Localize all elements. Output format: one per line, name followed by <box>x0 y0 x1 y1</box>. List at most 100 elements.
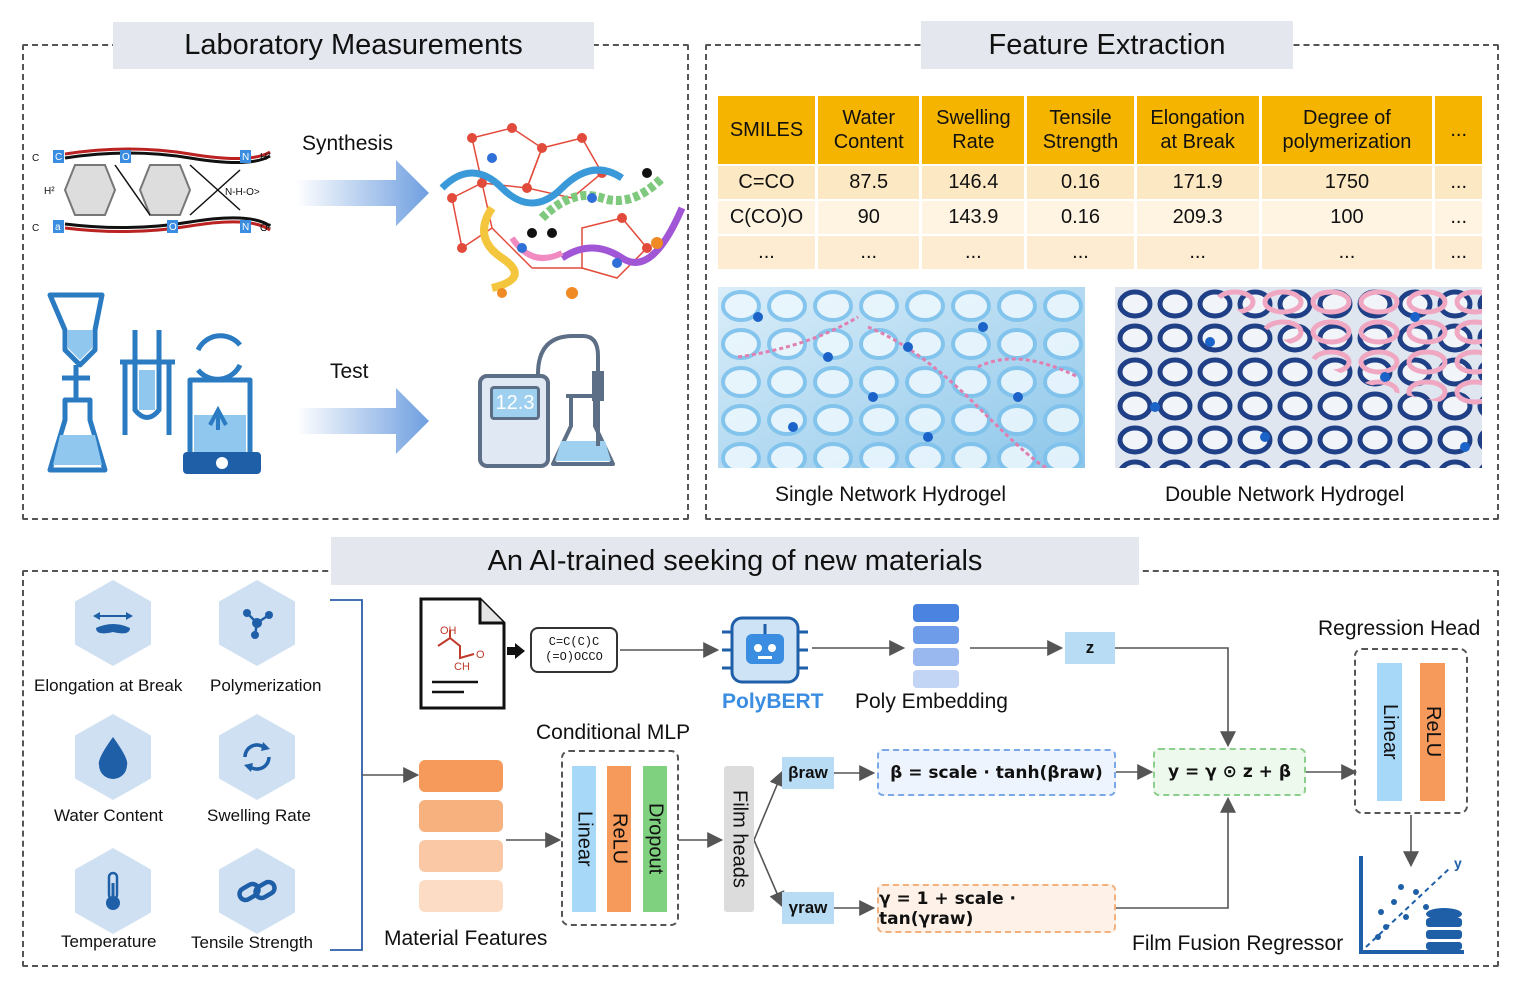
smiles-box: C=C(C)C (=O)OCCO <box>530 627 618 673</box>
film-heads-box: Film heads <box>724 766 754 912</box>
table-cell: 209.3 <box>1135 199 1262 235</box>
molecule-document-icon: OH CH O <box>419 597 506 710</box>
table-header: SMILES <box>718 96 818 165</box>
fusion-equation-box: y = γ ⊙ z + β <box>1153 748 1306 796</box>
beta-raw-box: βraw <box>782 757 834 789</box>
regression-head-box <box>1354 648 1468 814</box>
arrow-right-icon <box>507 643 525 659</box>
flask-probe-icon <box>536 334 615 466</box>
table-header: Swelling Rate <box>920 96 1028 165</box>
meter-reading: 12.3 <box>495 391 535 414</box>
material-feature-layer-3 <box>419 840 503 872</box>
embedding-layer-3 <box>913 648 959 666</box>
table-cell: 146.4 <box>920 164 1028 200</box>
single-network-hydrogel-image <box>718 287 1085 468</box>
double-hydrogel-caption: Double Network Hydrogel <box>1165 483 1405 506</box>
table-cell: 0.16 <box>1025 164 1137 200</box>
prediction-plot-icon: y <box>1359 855 1464 954</box>
table-cell: C=CO <box>718 164 818 200</box>
mol-o-label: O <box>476 649 485 661</box>
reg-relu-layer: ReLU <box>1420 663 1445 801</box>
chem-label-c1: C <box>32 153 39 164</box>
material-feature-layer-2 <box>419 800 503 832</box>
conditional-mlp-box <box>561 750 679 926</box>
smiles-text: C=C(C)C (=O)OCCO <box>545 635 603 664</box>
water-drop-icon <box>98 737 128 779</box>
table-header-row: SMILES Water Content Swelling Rate Tensi… <box>718 96 1482 165</box>
table-cell: 90 <box>816 199 923 235</box>
chem-label-o1: O <box>122 152 130 163</box>
table-cell: ... <box>816 234 923 269</box>
plot-y-label: y <box>1454 855 1462 871</box>
mlp-relu-layer: ReLU <box>607 766 631 912</box>
table-header: Elongation at Break <box>1135 96 1262 165</box>
table-cell: ... <box>1433 164 1482 200</box>
chem-label-c3: C <box>32 223 39 234</box>
embedding-layer-1 <box>913 604 959 622</box>
embedding-layer-2 <box>913 626 959 644</box>
material-feature-layer-4 <box>419 880 503 912</box>
material-feature-layer-1 <box>419 760 503 792</box>
test-arrow-icon <box>296 388 429 454</box>
chem-label-n1: N <box>242 152 249 163</box>
table-cell: 1750 <box>1260 164 1436 200</box>
table-header: Degree of polymerization <box>1260 96 1436 165</box>
stretch-icon <box>93 612 133 634</box>
film-fusion-label: Film Fusion Regressor <box>1132 932 1344 955</box>
table-cell: ... <box>1433 199 1482 235</box>
gamma-equation-box: γ = 1 + scale · tan(γraw) <box>877 884 1116 933</box>
double-network-hydrogel-image <box>1115 287 1482 468</box>
embedding-layer-4 <box>913 670 959 688</box>
table-cell: 143.9 <box>920 199 1028 235</box>
lab-glassware-icon <box>47 292 261 474</box>
feature-label-polymerization: Polymerization <box>210 676 322 695</box>
chem-label-h1: H² <box>260 152 271 163</box>
table-cell: ... <box>920 234 1028 269</box>
table-header: Tensile Strength <box>1025 96 1137 165</box>
test-label: Test <box>330 360 369 383</box>
chem-label-o2: O <box>169 222 177 233</box>
table-row: ... ... ... ... ... ... ... <box>718 234 1482 269</box>
feature-table: SMILES Water Content Swelling Rate Tensi… <box>718 96 1482 269</box>
z-box: z <box>1065 632 1115 664</box>
table-cell: ... <box>1433 234 1482 269</box>
meter-display: 12.3 <box>490 386 540 420</box>
poly-embedding-label: Poly Embedding <box>855 690 1008 713</box>
conditional-mlp-label: Conditional MLP <box>536 721 691 744</box>
polymer-network-illustration <box>439 123 686 299</box>
mol-ch-label: CH <box>454 661 470 673</box>
beta-equation-box: β = scale · tanh(βraw) <box>877 749 1116 796</box>
feature-label-swelling: Swelling Rate <box>207 806 311 825</box>
table-row: C=CO 87.5 146.4 0.16 171.9 1750 ... <box>718 164 1482 200</box>
table-header: Water Content <box>816 96 923 165</box>
synthesis-label: Synthesis <box>302 132 394 155</box>
table-cell: 171.9 <box>1135 164 1262 200</box>
table-cell: ... <box>718 234 818 269</box>
table-cell: ... <box>1025 234 1137 269</box>
polybert-chip-icon <box>722 616 808 684</box>
table-cell: ... <box>1135 234 1262 269</box>
gamma-raw-box: γraw <box>782 892 834 924</box>
chain-link-icon <box>237 879 277 903</box>
material-features-label: Material Features <box>384 927 548 950</box>
table-cell: ... <box>1260 234 1436 269</box>
reg-linear-layer: Linear <box>1377 663 1402 801</box>
chem-label-nho: N-H-O> <box>225 187 260 198</box>
regression-head-label: Regression Head <box>1318 617 1481 640</box>
mol-oh-label: OH <box>440 625 457 637</box>
table-cell: 0.16 <box>1025 199 1137 235</box>
mlp-dropout-layer: Dropout <box>643 766 667 912</box>
chemical-structure-diagram: C C O N H² H² N-H-O> C a O N O² <box>32 147 272 234</box>
chem-label-c2: C <box>55 152 62 163</box>
thermometer-icon <box>106 871 120 910</box>
molecule-icon <box>243 609 273 639</box>
feature-label-tensile: Tensile Strength <box>191 933 313 952</box>
chem-label-n2: N <box>242 222 249 233</box>
feature-label-elongation: Elongation at Break <box>34 676 183 695</box>
table-cell: 87.5 <box>816 164 923 200</box>
polybert-label: PolyBERT <box>722 690 824 713</box>
single-hydrogel-caption: Single Network Hydrogel <box>775 483 1007 506</box>
ai-panel-title: An AI-trained seeking of new materials <box>331 537 1139 585</box>
table-row: C(CO)O 90 143.9 0.16 209.3 100 ... <box>718 199 1482 235</box>
feature-label-temperature: Temperature <box>61 932 157 951</box>
